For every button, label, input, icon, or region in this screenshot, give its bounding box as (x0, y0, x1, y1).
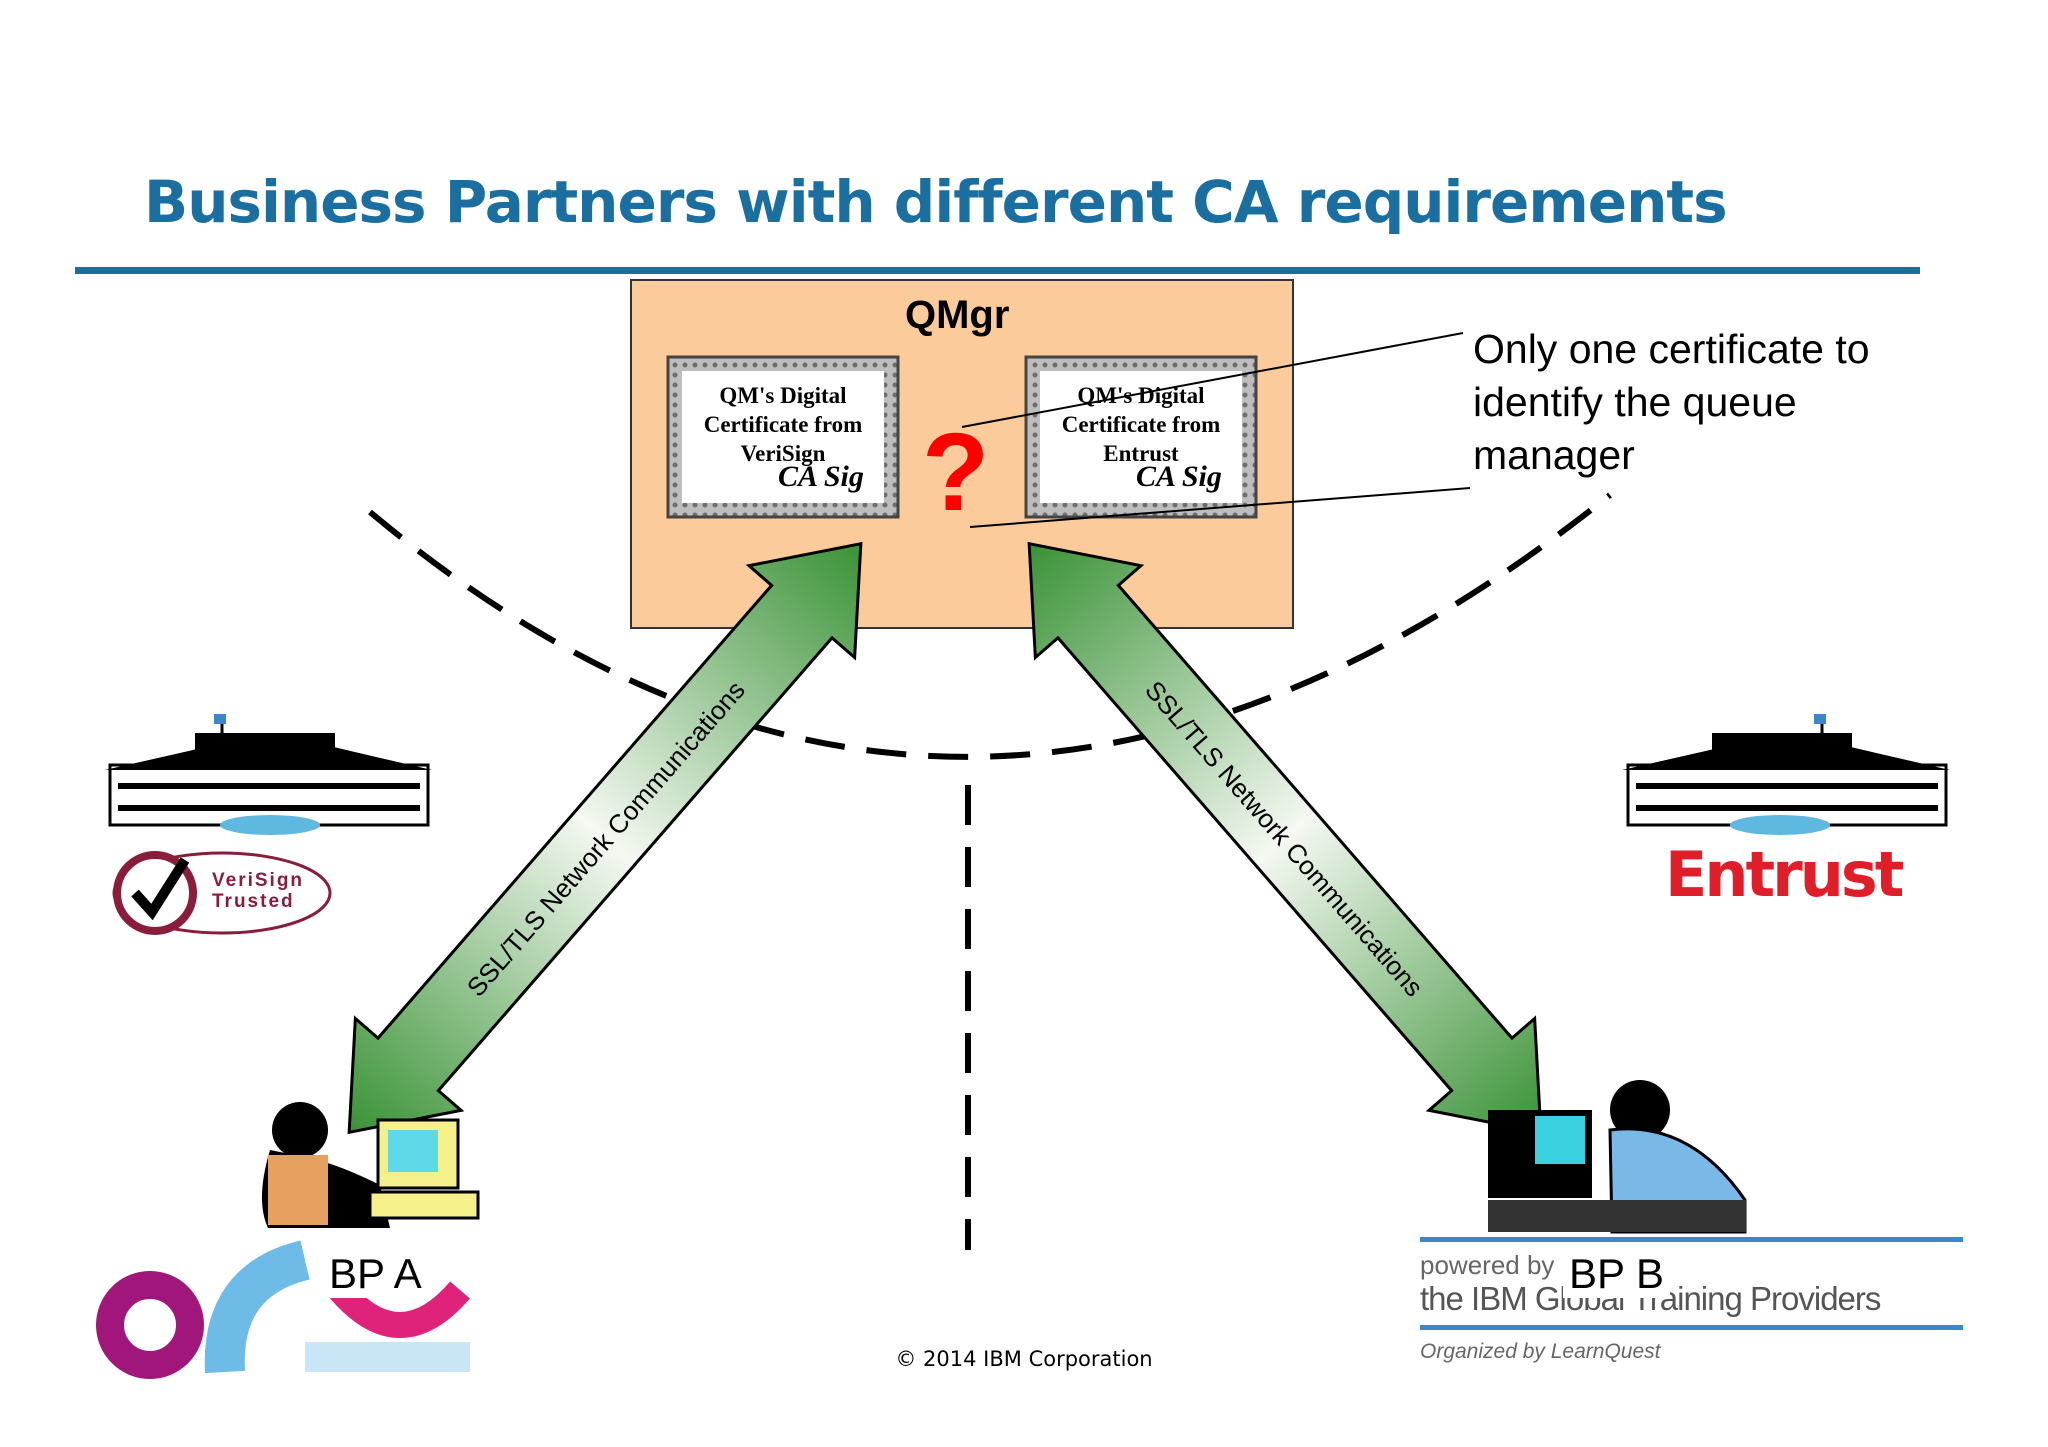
left-ssl-arrow: SSL/TLS Network Communications (347, 541, 863, 1135)
left-arrow-label: SSL/TLS Network Communications (461, 675, 751, 1002)
provider-line-1: powered by (1420, 1250, 1555, 1280)
verisign-logo-text: VeriSign Trusted (212, 870, 305, 912)
qmgr-label: QMgr (905, 293, 1010, 337)
question-mark: ? (922, 411, 990, 534)
provider-rule-top (1420, 1237, 1963, 1242)
verisign-certificate (666, 355, 900, 519)
bp-a-person-icon (261, 1102, 480, 1228)
entrust-cert-text: QM's Digital Certificate from Entrust (1048, 381, 1234, 468)
copyright: © 2014 IBM Corporation (895, 1347, 1153, 1371)
zone-divider-arc (368, 492, 1612, 760)
cert-line: QM's Digital (1077, 383, 1205, 408)
entrust-logo-text: Entrust (1665, 838, 1904, 911)
cert-line: Certificate from (1061, 412, 1221, 437)
cert-line: Certificate from (703, 412, 863, 437)
title-rule (75, 267, 1920, 274)
cert-line: VeriSign (740, 441, 826, 466)
callout-line-top (961, 332, 1464, 428)
callout-line-bottom (969, 487, 1471, 528)
provider-line-3: Organized by LearnQuest (1420, 1340, 1661, 1363)
slide-title: Business Partners with different CA requ… (144, 168, 1728, 236)
bp-b-person-icon (1488, 1080, 1747, 1234)
provider-rule-bottom (1420, 1325, 1963, 1330)
verisign-cert-signature: CA Sig (778, 460, 864, 493)
cert-line: Entrust (1103, 441, 1179, 466)
bp-a-label: BP A (323, 1250, 428, 1298)
cert-line: QM's Digital (719, 383, 847, 408)
right-arrow-label: SSL/TLS Network Communications (1139, 675, 1429, 1002)
callout-text: Only one certificate to identify the que… (1473, 326, 1870, 478)
partner-a-logo (96, 1240, 470, 1379)
verisign-logo (112, 851, 332, 935)
verisign-cert-text: QM's Digital Certificate from VeriSign (690, 381, 876, 468)
entrust-cert-signature: CA Sig (1136, 460, 1222, 493)
verisign-building-icon (105, 714, 432, 835)
entrust-building-icon (1622, 714, 1950, 835)
bp-b-label: BP B (1563, 1250, 1670, 1298)
